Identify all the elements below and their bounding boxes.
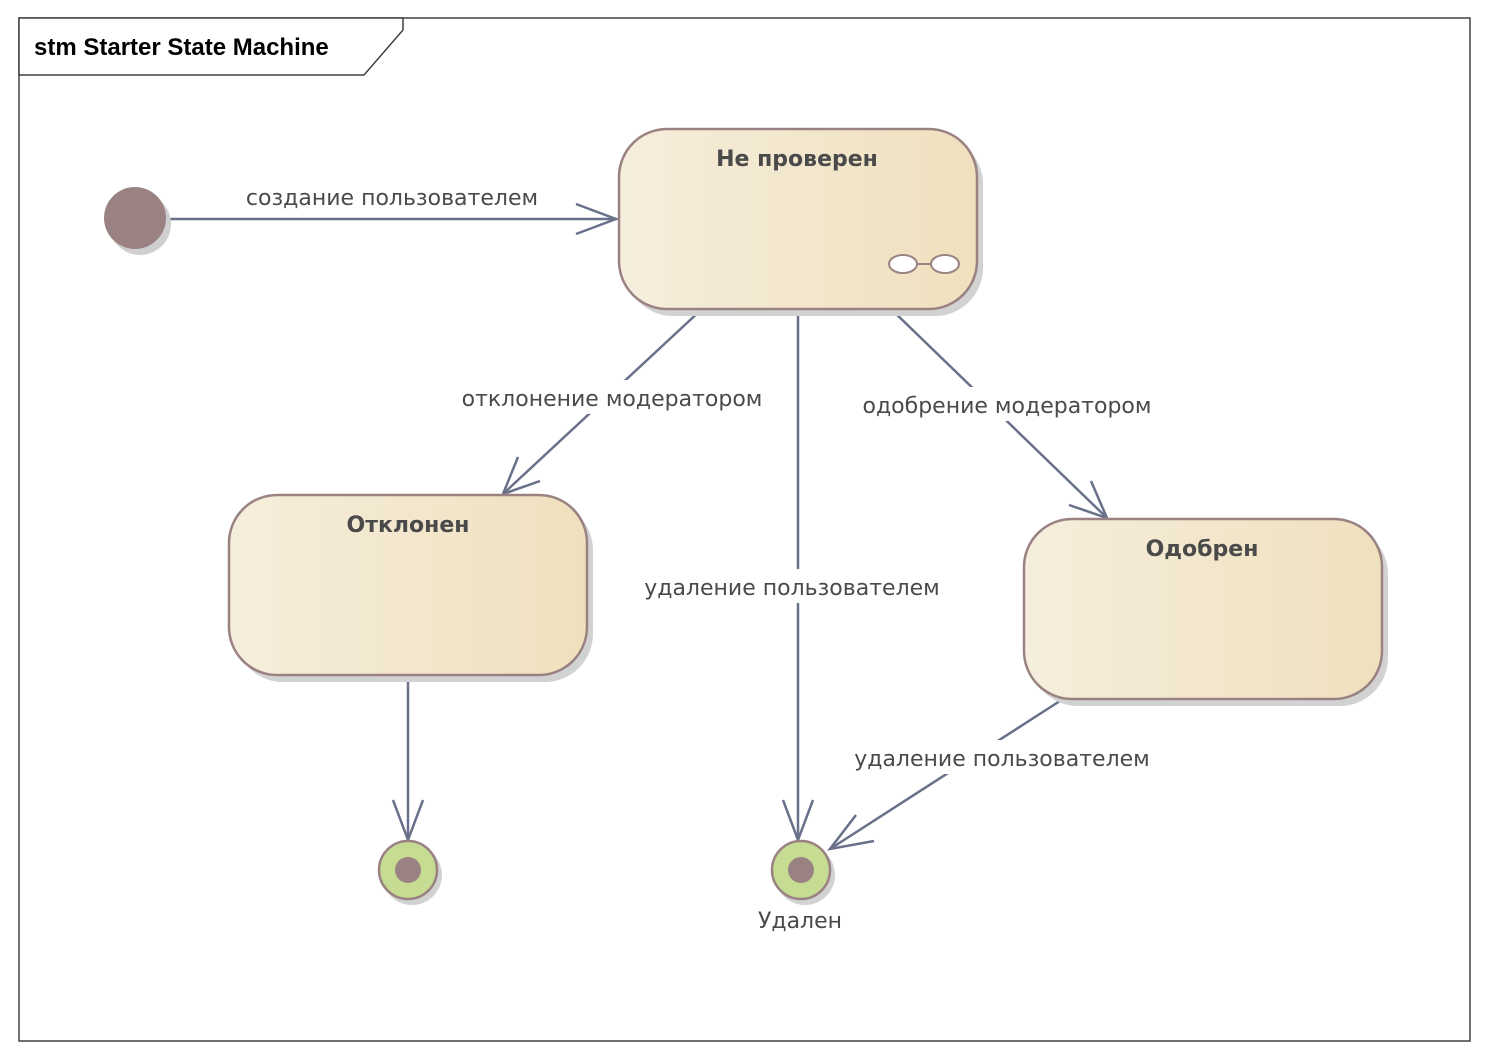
- edge-delete-approved-label: удаление пользователем: [854, 747, 1150, 772]
- final-node-deleted-label: Удален: [758, 909, 842, 934]
- state-approved[interactable]: Одобрен: [1022, 517, 1388, 706]
- state-approved-box[interactable]: [1022, 517, 1384, 701]
- frame-title-tab: [18, 17, 404, 76]
- state-rejected-name: Отклонен: [347, 513, 470, 538]
- edge-delete-unverified-label: удаление пользователем: [644, 576, 940, 601]
- edge-create-label: создание пользователем: [246, 186, 538, 211]
- initial-node[interactable]: [104, 187, 166, 249]
- edge-delete-approved-arrowhead: [827, 814, 875, 851]
- final-node-deleted[interactable]: [770, 839, 835, 905]
- state-unverified[interactable]: Не проверен: [617, 127, 983, 316]
- state-unverified-name: Не проверен: [716, 147, 878, 172]
- edge-create-arrowhead: [575, 202, 620, 236]
- frame-title: stm Starter State Machine: [34, 34, 329, 61]
- state-approved-name: Одобрен: [1146, 537, 1259, 562]
- state-rejected-box[interactable]: [227, 493, 589, 677]
- edge-reject-label: отклонение модератором: [462, 387, 763, 412]
- final-node-rejected[interactable]: [377, 839, 442, 905]
- edge-approve-label: одобрение модератором: [863, 394, 1152, 419]
- state-rejected[interactable]: Отклонен: [227, 493, 593, 682]
- frame-border: [18, 17, 1471, 1042]
- state-unverified-box[interactable]: [617, 127, 979, 311]
- submachine-icon: [888, 254, 960, 274]
